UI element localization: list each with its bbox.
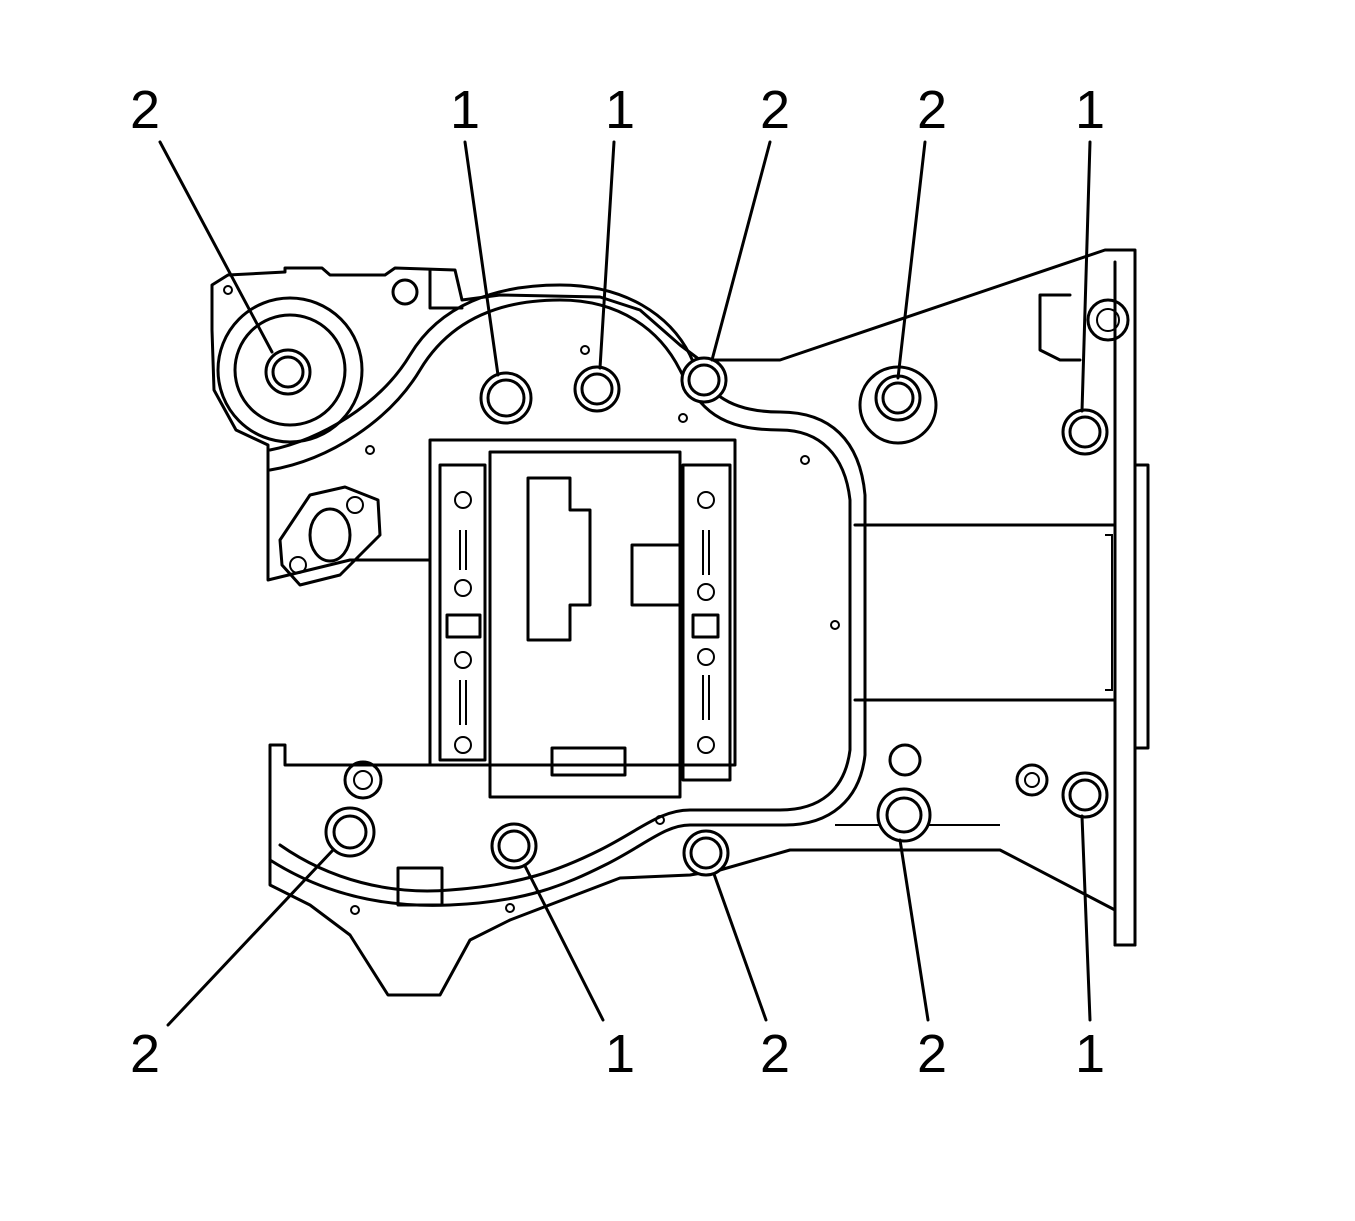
callout-bottom-1: 2 bbox=[130, 1024, 160, 1084]
housing-details bbox=[216, 268, 1130, 915]
callout-bottom-3: 2 bbox=[760, 1024, 790, 1084]
bolt-top-4 bbox=[680, 356, 728, 404]
bottom-callouts: 2 1 2 2 1 bbox=[130, 1024, 1105, 1084]
bolt-top-5 bbox=[874, 374, 922, 422]
top-callouts: 2 1 1 2 2 1 bbox=[130, 80, 1105, 140]
bolt-bottom-2 bbox=[490, 822, 538, 870]
bolt-top-1 bbox=[264, 348, 312, 396]
bolts bbox=[264, 348, 1109, 877]
bolt-top-3 bbox=[573, 365, 621, 413]
callout-top-3: 1 bbox=[605, 80, 635, 140]
leader-lines bbox=[158, 140, 1092, 1027]
callout-bottom-4: 2 bbox=[917, 1024, 947, 1084]
bolt-top-2 bbox=[479, 371, 533, 425]
callout-top-6: 1 bbox=[1075, 80, 1105, 140]
bolt-bottom-3 bbox=[682, 829, 730, 877]
callout-top-1: 2 bbox=[130, 80, 160, 140]
bolt-bottom-4 bbox=[876, 787, 932, 843]
bolt-bottom-1 bbox=[324, 806, 376, 858]
callout-bottom-2: 1 bbox=[605, 1024, 635, 1084]
callout-top-2: 1 bbox=[450, 80, 480, 140]
bolt-bottom-5 bbox=[1061, 771, 1109, 819]
bolt-top-6 bbox=[1061, 408, 1109, 456]
center-frame bbox=[428, 438, 737, 799]
callout-bottom-5: 1 bbox=[1075, 1024, 1105, 1084]
callout-top-4: 2 bbox=[760, 80, 790, 140]
callout-top-5: 2 bbox=[917, 80, 947, 140]
